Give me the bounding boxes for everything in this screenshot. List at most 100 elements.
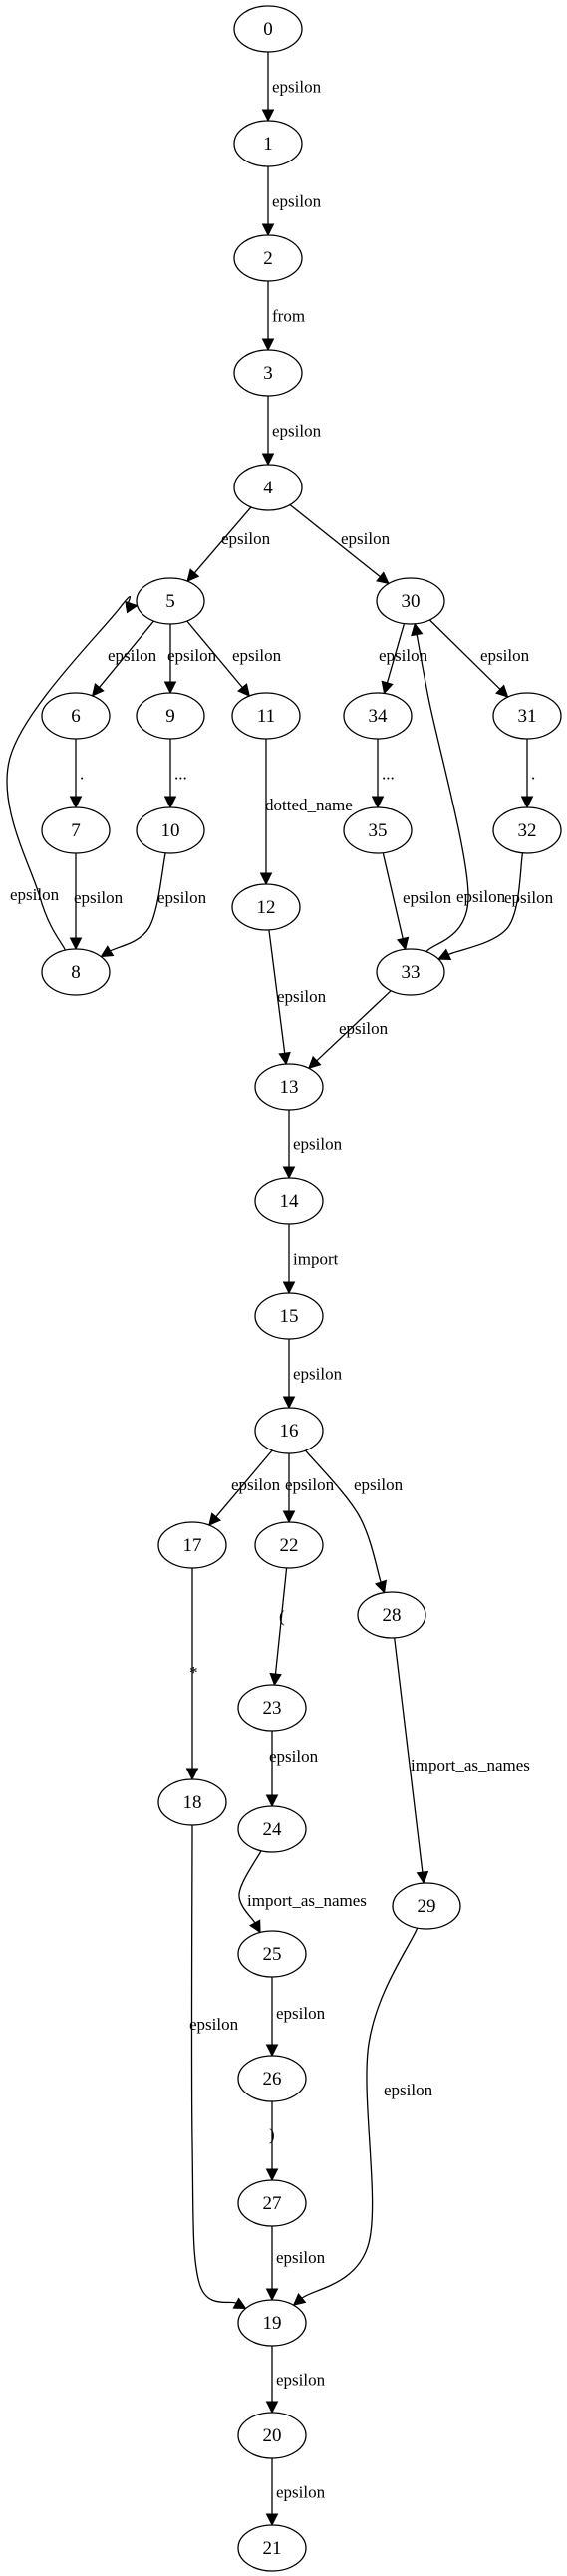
node-label: 22 [280,1535,299,1556]
arrowhead-icon [278,1051,291,1066]
arrowhead-icon [261,453,275,467]
node-ellipse [136,692,205,740]
edge-label: epsilon [384,2081,433,2099]
node-ellipse [237,2055,307,2102]
state-node-25: 25 [237,1930,307,1978]
edge-3-to-4: epsilon [261,396,322,467]
edge-line [268,929,286,1054]
arrowhead-icon [397,936,410,951]
edge-label: epsilon [232,646,282,665]
edge-14-to-15: import [282,1224,339,1295]
edge-label: ... [382,765,395,784]
edge-line [110,852,166,952]
edge-33-to-30: epsilon [411,622,506,953]
node-label: 29 [418,1896,436,1917]
edge-4-to-30: epsilon [289,503,391,585]
edge-line [190,1824,237,2304]
edge-label: epsilon [74,888,124,907]
edge-line [274,1567,288,1675]
edge-label: dotted_name [265,796,353,814]
node-ellipse [376,948,445,996]
node-label: 21 [263,2538,282,2559]
edge-6-to-7: . [69,739,84,809]
edge-9-to-10: ... [163,739,187,809]
edge-label: ) [269,2125,275,2144]
edge-5-to-11: epsilon [186,620,282,697]
node-ellipse [233,120,303,167]
node-label: 25 [263,1944,282,1965]
node-label: 1 [263,134,273,155]
edge-line [186,620,243,688]
arrowhead-icon [411,622,424,637]
state-node-7: 7 [41,806,111,854]
arrowhead-icon [249,1919,261,1934]
arrowhead-icon [520,796,534,809]
state-node-21: 21 [237,2524,307,2572]
arrowhead-icon [376,571,390,585]
edge-label: epsilon [276,2248,326,2267]
state-node-19: 19 [237,2299,307,2347]
arrowhead-icon [495,684,509,698]
arrowhead-icon [69,937,83,951]
node-label: 33 [402,962,421,983]
node-label: 35 [369,820,388,841]
arrowhead-icon [282,1396,296,1410]
edge-5-to-6: epsilon [91,620,157,697]
edge-line [416,634,469,953]
node-ellipse [237,2524,307,2572]
edge-24-to-25: import_as_names [238,1850,367,1934]
node-label: 7 [71,820,81,841]
node-ellipse [231,692,301,740]
edge-label: . [80,765,84,784]
edge-label: epsilon [480,646,530,665]
edge-label: epsilon [189,2015,239,2034]
edge-label: import [293,1250,339,1269]
edge-7-to-8: epsilon [69,853,124,951]
arrowhead-icon [282,1510,296,1524]
nodes: 0123456789101112131415161718192021222324… [41,5,562,2572]
state-node-10: 10 [136,806,205,854]
edge-label: ( [279,1607,285,1626]
edge-label: epsilon [285,1475,335,1494]
node-ellipse [41,948,111,996]
edge-label: epsilon [108,646,157,665]
state-node-14: 14 [254,1177,324,1225]
arrowhead-icon [371,796,385,809]
node-ellipse [41,806,111,854]
node-label: 20 [263,2425,282,2446]
node-label: 5 [165,591,175,612]
arrowhead-icon [163,796,177,809]
arrowhead-icon [259,872,273,886]
arrowhead-icon [374,1579,388,1594]
edge-16-to-22: epsilon [282,1453,335,1524]
edge-15-to-16: epsilon [282,1339,343,1410]
arrowhead-icon [237,683,251,697]
edge-0-to-1: epsilon [261,52,322,123]
state-node-22: 22 [254,1521,324,1569]
node-label: 6 [71,706,81,727]
edge-label: import_as_names [411,1756,530,1774]
node-label: 28 [383,1605,402,1626]
edge-label: epsilon [272,78,322,97]
edge-28-to-29: import_as_names [394,1637,530,1885]
edge-19-to-20: epsilon [265,2346,326,2415]
node-ellipse [237,2179,307,2227]
edge-20-to-21: epsilon [265,2458,326,2527]
state-node-1: 1 [233,120,303,167]
arrowhead-icon [265,2288,279,2302]
state-node-9: 9 [136,692,205,740]
node-label: 12 [257,897,276,918]
node-ellipse [343,806,413,854]
edge-line [301,1927,419,2299]
state-node-31: 31 [492,692,562,740]
state-node-32: 32 [492,806,562,854]
edge-label: epsilon [221,529,271,548]
node-ellipse [233,234,303,282]
node-label: 31 [518,706,537,727]
node-ellipse [231,883,301,931]
edge-line [305,1449,382,1583]
edge-22-to-23: ( [269,1567,288,1687]
arrowhead-icon [282,1166,296,1180]
